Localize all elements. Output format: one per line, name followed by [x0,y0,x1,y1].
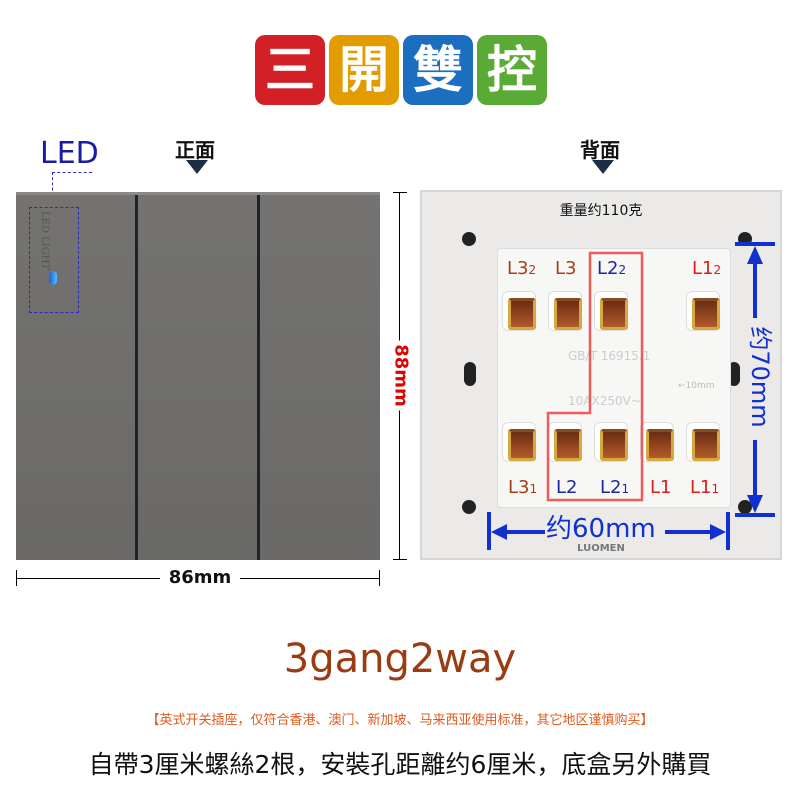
width-dimension-label: 86mm [160,567,240,588]
brand-mark: LUOMEN [577,543,625,554]
terminal-label-l11: L11 [690,477,720,498]
inner-height-label: 约70mm [746,326,774,428]
terminal [687,423,720,461]
rating-mark: 10AX250V~ [568,394,641,408]
terminal-label-l2: L2 [556,477,578,498]
terminal-label-l3: L3 [555,258,577,279]
weight-text: 重量约110克 [559,203,643,219]
terminal-label-l32: L32 [507,258,537,279]
terminal-label-l1: L1 [650,477,672,498]
terminal-label-l21: L21 [600,477,630,498]
terminal [595,423,628,461]
terminal-label-l12: L12 [692,258,722,279]
product-name: 3gang2way [283,636,517,682]
terminal [503,292,536,330]
back-label: 背面 [580,138,620,162]
led-label: LED [40,136,99,171]
terminal-label-l31: L31 [508,477,538,498]
led-indicator-icon [49,271,57,285]
title-badge-1: 三 [255,35,325,105]
terminal [641,423,674,461]
back-arrow-icon [592,160,614,174]
l2-highlight-outline [546,251,644,502]
inner-width-label: 约60mm [546,514,656,544]
spacing-mark: ←10mm [678,381,715,391]
terminal-label-l22: L22 [597,258,627,279]
title-badge-2: 開 [329,35,399,105]
led-leader-line [52,172,92,173]
terminal [549,423,582,461]
title-badge-3: 雙 [403,35,473,105]
front-arrow-icon [186,160,208,174]
standard-mark: GB/T 16915.1 [568,349,651,363]
footer-note: 自帶3厘米螺絲2根，安裝孔距離约6厘米，底盒另外購買 [88,750,712,779]
led-highlight-box [29,207,79,313]
terminal [687,292,720,330]
front-label: 正面 [175,138,215,162]
terminal [503,423,536,461]
switch-front-panel: LED LIGHT [16,192,380,560]
title-badge-4: 控 [477,35,547,105]
terminal [595,292,628,330]
led-leader-line-v [52,172,53,206]
terminal [549,292,582,330]
switch-module: GB/T 16915.1 10AX250V~ ←10mm [497,248,731,508]
region-notice: 【英式开关插座，仅符合香港、澳门、新加坡、马来西亚使用标准，其它地区谨慎购买】 [146,713,654,728]
dimension-arrows [487,242,775,550]
